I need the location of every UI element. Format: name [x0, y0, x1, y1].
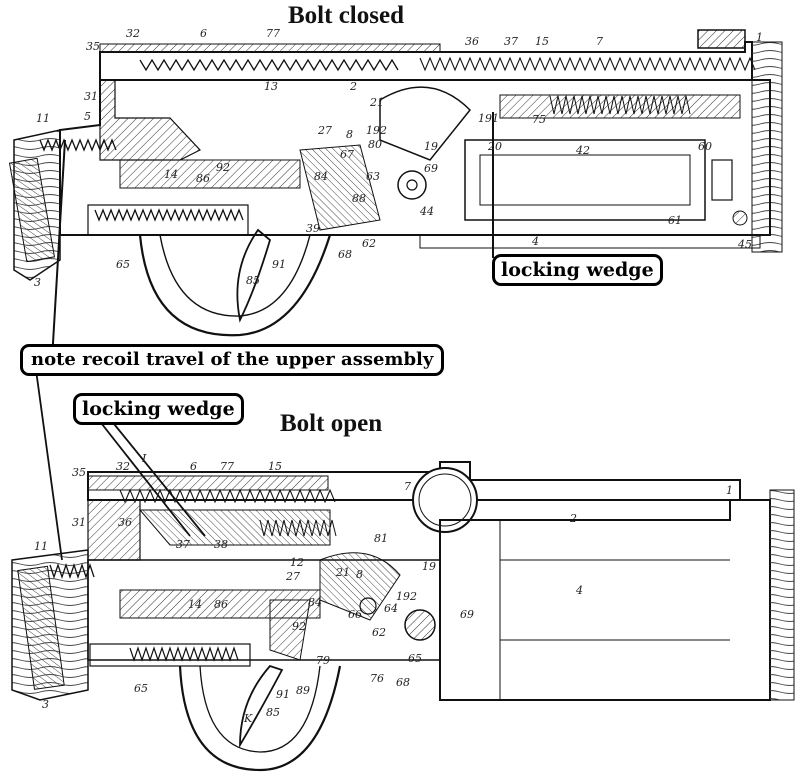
part-number: 65: [134, 682, 148, 695]
part-number: 27: [285, 570, 300, 583]
part-number: 36: [465, 35, 479, 48]
part-number: 67: [340, 148, 354, 161]
part-number: 77: [220, 460, 234, 473]
part-number: I: [141, 452, 147, 465]
part-number: 2: [349, 80, 357, 93]
part-number: 8: [356, 568, 363, 581]
part-number: 37: [504, 35, 518, 48]
part-numbers-top: 32 35 6 77 36 37 15 7 1 31 11 5 13 2 21 …: [34, 27, 763, 289]
part-number: 21: [369, 96, 384, 109]
part-number: 64: [384, 602, 398, 615]
part-number: 42: [575, 144, 590, 157]
part-number: 21: [335, 566, 350, 579]
part-number: 91: [272, 258, 286, 271]
part-number: 15: [268, 460, 282, 473]
part-number: 2: [569, 512, 577, 525]
part-number: 19: [424, 140, 438, 153]
part-number: 36: [118, 516, 132, 529]
part-number: 68: [338, 248, 352, 261]
part-number: 81: [374, 532, 388, 545]
title-bolt-open: Bolt open: [280, 410, 383, 437]
part-number: 61: [668, 214, 682, 227]
part-number: K: [243, 712, 253, 725]
part-number: 3: [42, 698, 49, 711]
part-number: 1: [756, 31, 763, 44]
part-number: 4: [575, 584, 583, 597]
part-number: 69: [460, 608, 474, 621]
part-number: 35: [86, 40, 100, 53]
part-number: 60: [698, 140, 712, 153]
part-number: 88: [352, 192, 366, 205]
part-number: 44: [419, 205, 434, 218]
part-number: 6: [200, 27, 207, 40]
part-number: 62: [372, 626, 386, 639]
part-number: 32: [126, 27, 140, 40]
part-number: 7: [404, 480, 411, 493]
part-number: 7: [596, 35, 603, 48]
part-number: 68: [396, 676, 410, 689]
part-number: 85: [246, 274, 260, 287]
title-bolt-closed: Bolt closed: [288, 2, 404, 29]
part-number: 11: [36, 112, 50, 125]
part-number: 86: [196, 172, 210, 185]
part-number: 14: [188, 598, 202, 611]
part-number: 37: [176, 538, 190, 551]
figure-bolt-open: [11, 369, 795, 772]
callout-recoil-travel: note recoil travel of the upper assembly: [20, 344, 445, 376]
part-number: 63: [366, 170, 380, 183]
part-number: 76: [370, 672, 384, 685]
part-number: 80: [368, 138, 382, 151]
part-number: 31: [84, 90, 98, 103]
part-number: 39: [306, 222, 320, 235]
part-number: 14: [164, 168, 178, 181]
part-number: 192: [366, 124, 387, 137]
figure-bolt-closed: [8, 29, 783, 361]
part-number: 92: [292, 620, 306, 633]
part-number: 13: [264, 80, 278, 93]
part-number: 19: [422, 560, 436, 573]
part-number: 38: [214, 538, 228, 551]
part-number: 15: [535, 35, 549, 48]
part-number: 65: [408, 652, 422, 665]
part-number: 84: [314, 170, 328, 183]
part-number: 3: [34, 276, 41, 289]
callout-locking-wedge-bottom: locking wedge: [73, 393, 244, 425]
part-number: 12: [290, 556, 304, 569]
part-number: 4: [531, 235, 539, 248]
part-number: 11: [34, 540, 48, 553]
part-number: 79: [316, 654, 330, 667]
part-number: 92: [216, 161, 230, 174]
part-number: 77: [266, 27, 280, 40]
part-number: 89: [296, 684, 310, 697]
part-number: 84: [308, 596, 322, 609]
part-number: 8: [346, 128, 353, 141]
part-number: 65: [116, 258, 130, 271]
part-number: 91: [276, 688, 290, 701]
part-number: 75: [532, 113, 546, 126]
part-number: 45: [737, 238, 752, 251]
part-number: 1: [726, 484, 733, 497]
part-number: 85: [266, 706, 280, 719]
part-number: 69: [424, 162, 438, 175]
part-number: 35: [72, 466, 86, 479]
part-number: 5: [84, 110, 91, 123]
part-number: 192: [396, 590, 417, 603]
part-number: 20: [487, 140, 502, 153]
part-number: 27: [317, 124, 332, 137]
part-number: 6: [190, 460, 197, 473]
part-number: 86: [214, 598, 228, 611]
part-number: 62: [362, 237, 376, 250]
part-number: 31: [72, 516, 86, 529]
part-number: 191: [478, 112, 499, 125]
part-numbers-bottom: I 32 35 6 77 15 7 1 2 36 31 37 38 81 11 …: [34, 452, 733, 725]
callout-locking-wedge-top: locking wedge: [492, 254, 663, 286]
part-number: 66: [348, 608, 362, 621]
part-number: 32: [116, 460, 130, 473]
